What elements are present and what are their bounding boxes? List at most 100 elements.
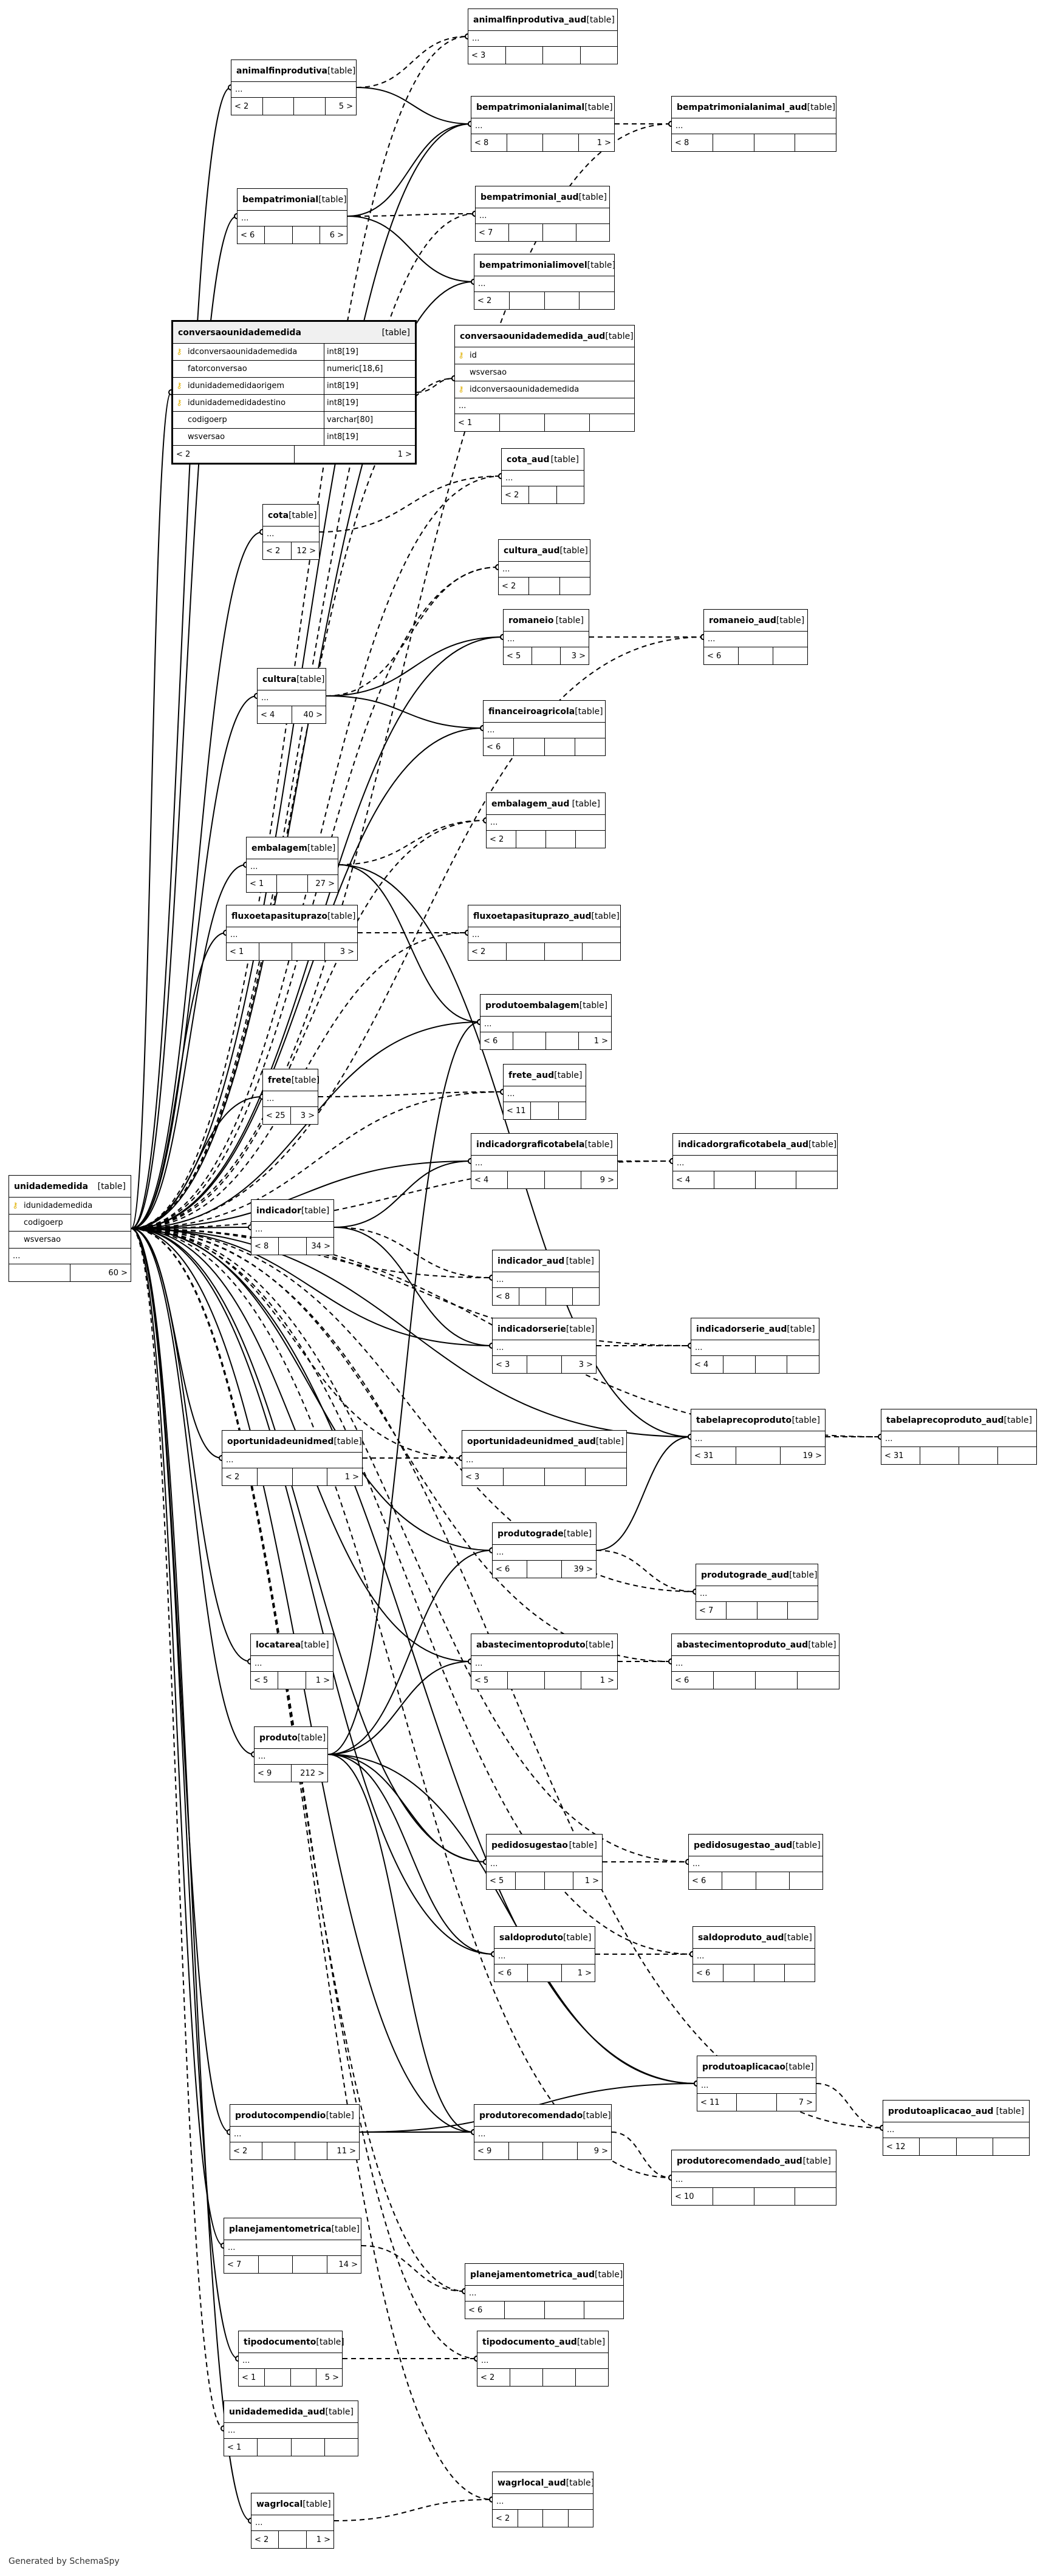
table-node[interactable]: tipodocumento_aud[table]...< 2 (477, 2331, 609, 2387)
footer-count: < 9 (255, 1765, 292, 1782)
table-node[interactable]: saldoproduto_aud[table]...< 6 (692, 1926, 815, 1982)
footer-count (518, 2510, 543, 2527)
column-row: wsversao (455, 364, 634, 381)
footer-count: < 8 (251, 1238, 279, 1255)
table-node[interactable]: produtograde_aud[table]...< 7 (696, 1564, 818, 1620)
footer-count: < 3 (493, 1356, 527, 1373)
footer-count (993, 2138, 1029, 2155)
table-node[interactable]: bempatrimonial_aud[table]...< 7 (475, 186, 610, 242)
table-node[interactable]: produtorecomendado_aud[table]...< 10 (671, 2150, 836, 2206)
relationship-edge (327, 1550, 493, 1755)
relationship-edge (326, 567, 499, 697)
column-row: ⚷idunidademedida (9, 1198, 131, 1215)
table-header: bempatrimonialimovel[table] (474, 254, 615, 276)
footer-count (258, 2439, 292, 2456)
table-type-label: [table] (787, 1324, 815, 1334)
table-header: cultura[table] (258, 669, 326, 690)
table-type-label: [table] (802, 2156, 831, 2166)
table-node[interactable]: bempatrimonialanimal_aud[table]...< 8 (671, 96, 836, 152)
table-node[interactable]: romaneio_aud[table]...< 6 (703, 609, 808, 665)
table-type-label: [table] (578, 192, 607, 202)
table-type-label: [table] (566, 1324, 595, 1334)
table-node[interactable]: indicadorgraficotabela_aud[table]...< 4 (672, 1133, 838, 1189)
table-node[interactable]: indicadorserie_aud[table]...< 4 (691, 1318, 819, 1374)
footer-count: < 6 (672, 1672, 714, 1689)
footer-count (259, 943, 292, 960)
table-name: produtoembalagem (485, 1000, 580, 1010)
table-node[interactable]: oportunidadeunidmed_aud[table]...< 3 (462, 1430, 627, 1486)
ellipsis-row: ... (697, 2078, 816, 2094)
relationship-edge (131, 1096, 263, 1229)
footer-count (279, 1238, 307, 1255)
footer-count (516, 831, 546, 848)
table-node[interactable]: financeiroagricola[table]...< 6 (483, 700, 606, 756)
table-node[interactable]: abastecimentoproduto_aud[table]...< 6 (671, 1634, 840, 1689)
table-node[interactable]: wagrlocal_aud[table]...< 2 (492, 2472, 594, 2527)
table-header: wagrlocal[table] (251, 2493, 333, 2515)
table-node[interactable]: unidademedida_aud[table]...< 1 (224, 2401, 358, 2456)
table-name: produto (259, 1733, 298, 1743)
table-node[interactable]: cota_aud[table]...< 2 (501, 448, 584, 504)
footer-count: < 12 (883, 2138, 920, 2155)
table-node[interactable]: frete_aud[table]...< 11 (503, 1064, 586, 1120)
table-type-label: [table] (808, 1640, 836, 1650)
relationship-edge (361, 2245, 465, 2292)
table-type-label: [table] (785, 2062, 814, 2072)
table-node[interactable]: fluxoetapasituprazo_aud[table]...< 2 (468, 905, 621, 961)
table-header: frete[table] (263, 1069, 320, 1091)
column-type: int8[19] (324, 395, 415, 411)
ellipsis-row: ... (230, 2127, 359, 2142)
table-header: abastecimentoproduto[table] (471, 1634, 617, 1656)
table-node[interactable]: pedidosugestao_aud[table]...< 6 (688, 1834, 823, 1890)
table-node-focus[interactable]: conversaounidademedida[table]⚷idconversa… (171, 320, 417, 465)
ellipsis-row: ... (704, 632, 807, 647)
footer-count: < 31 (881, 1447, 920, 1464)
table-header: wagrlocal_aud[table] (493, 2472, 594, 2494)
table-node[interactable]: planejamentometrica_aud[table]...< 6 (465, 2263, 624, 2319)
table-node[interactable]: tabelaprecoproduto_aud[table]...< 31 (881, 1409, 1037, 1465)
table-node[interactable]: indicador_aud[table]...< 8 (492, 1250, 600, 1306)
table-node[interactable]: animalfinprodutiva_aud[table]...< 3 (468, 9, 618, 64)
footer-count (519, 1288, 546, 1305)
table-node[interactable]: produtoaplicacao_aud[table]...< 12 (883, 2100, 1030, 2156)
table-node[interactable]: cultura_aud[table]...< 2 (498, 539, 590, 595)
table-name: oportunidadeunidmed (227, 1436, 334, 1446)
relationship-edge (131, 1228, 493, 1346)
table-name: frete_aud (508, 1070, 555, 1080)
table-header: animalfinprodutiva[table] (231, 60, 356, 82)
table-node[interactable]: embalagem_aud[table]...< 2 (486, 792, 606, 848)
table-node[interactable]: bempatrimonialimovel[table]...< 2 (474, 254, 615, 310)
